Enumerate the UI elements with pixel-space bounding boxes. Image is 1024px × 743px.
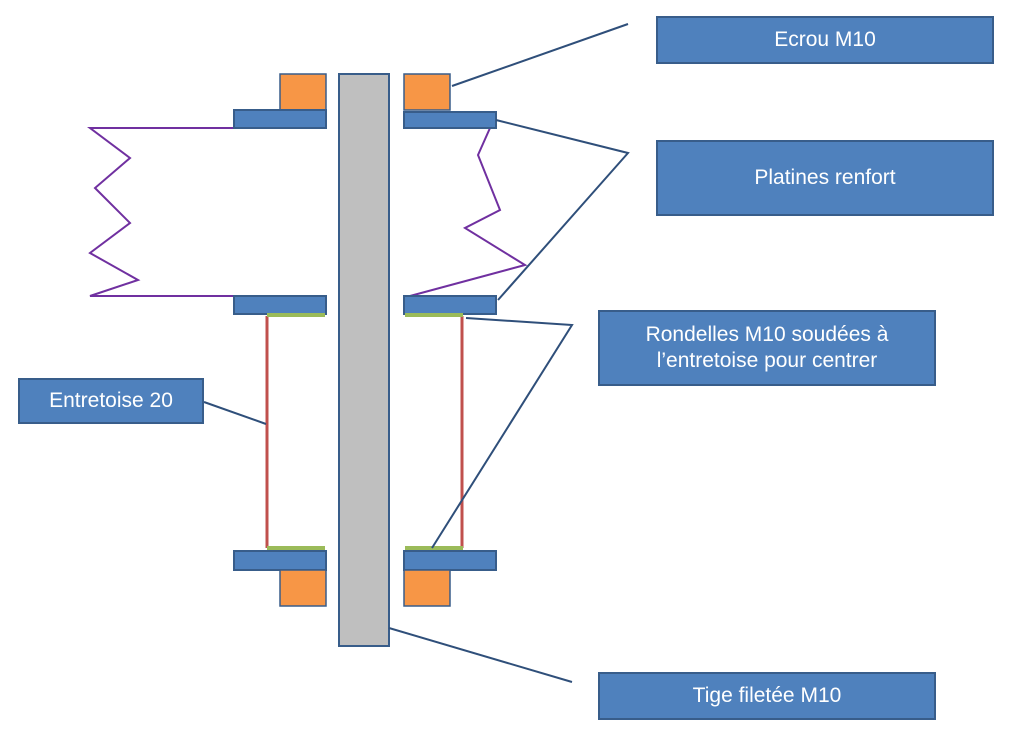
washer-lower-right (405, 546, 463, 551)
threaded-rod (338, 73, 390, 647)
label-entretoise-text: Entretoise 20 (49, 388, 173, 412)
plate-top-right (403, 111, 497, 129)
plate-mid-right (403, 295, 497, 315)
plate-bottom-right (403, 550, 497, 571)
left-panel-outline (87, 127, 234, 297)
leader-rondelles (431, 317, 574, 549)
leader-entretoise (203, 401, 267, 425)
washer-upper-right (405, 313, 463, 317)
nut-bottom-left (279, 569, 327, 607)
nut-top-right (403, 73, 451, 111)
nut-bottom-right (403, 569, 451, 607)
leader-platines (495, 119, 630, 301)
plate-mid-left (233, 295, 327, 315)
washer-lower-left (267, 546, 325, 551)
leader-ecrou (451, 23, 629, 87)
label-rondelles-line2: l’entretoise pour centrer (656, 349, 878, 372)
right-panel-outline (404, 127, 528, 297)
plate-top-left (233, 109, 327, 129)
nut-top-left (279, 73, 327, 111)
washer-upper-left (267, 313, 325, 317)
label-platines-text: Platines renfort (754, 165, 896, 189)
label-rondelles-line1: Rondelles M10 soudées à (645, 322, 889, 346)
label-tige-text: Tige filetée M10 (692, 683, 842, 707)
label-tige: Tige filetée M10 (598, 672, 936, 720)
plate-bottom-left (233, 550, 327, 571)
label-rondelles: Rondelles M10 soudées à l’entretoise pou… (598, 310, 936, 386)
label-platines: Platines renfort (656, 140, 994, 216)
label-ecrou: Ecrou M10 (656, 16, 994, 64)
label-entretoise: Entretoise 20 (18, 378, 204, 424)
label-ecrou-text: Ecrou M10 (774, 27, 876, 51)
leader-tige (388, 627, 573, 683)
